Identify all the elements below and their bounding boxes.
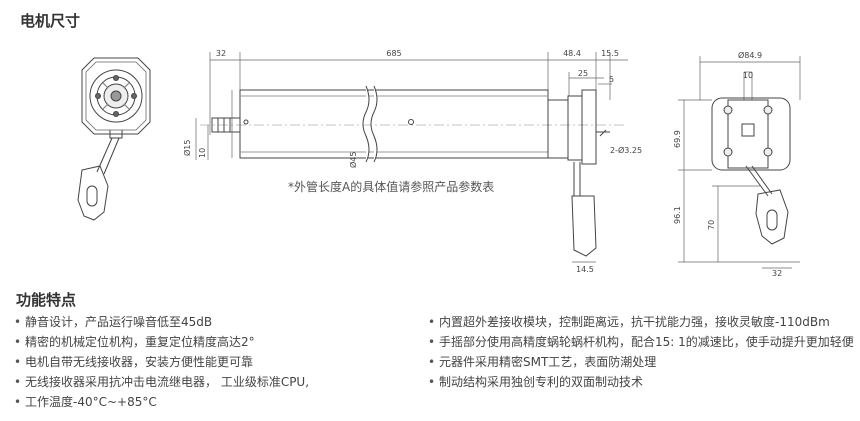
dim-holes: 2-Ø3.25 [610,145,642,155]
dim-69-9: 69.9 [673,130,682,148]
dim-48-4: 48.4 [563,49,581,58]
feature-item: 精密的机械定位机构，重复定位精度高达2° [14,332,414,352]
dim-96-1: 96.1 [673,206,682,224]
dim-32b: 32 [772,269,782,278]
dim-phi84-9: Ø84.9 [738,50,762,60]
feature-item: 手摇部分使用高精度蜗轮蜗杆机构，配合15: 1的减速比，使手动提升更加轻便 [428,332,858,352]
tube-length-note: *外管长度A的具体值请参照产品参数表 [288,180,495,194]
side-view-drawing [195,52,628,263]
feature-item: 静音设计，产品运行噪音低至45dB [14,312,414,332]
dim-32: 32 [216,49,226,58]
feature-item: 无线接收器采用抗冲击电流继电器， 工业级标准CPU, [14,372,414,392]
motor-dimension-drawing: 32 685 48.4 15.5 25 5 Ø15 10 Ø45 2-Ø3.25… [77,49,801,278]
dim-14-5: 14.5 [576,265,594,274]
end-view-drawing [77,57,151,221]
dim-685: 685 [386,49,401,58]
dim-phi15: Ø15 [182,140,192,156]
features-list-right: 内置超外差接收模块，控制距离远，抗干扰能力强，接收灵敏度-110dBm 手摇部分… [428,312,858,392]
feature-item: 电机自带无线接收器，安装方便性能更可靠 [14,352,414,372]
feature-item-continuation: 工作温度-40°C~+85°C [14,392,414,412]
dim-10: 10 [198,148,207,158]
feature-item: 制动结构采用独创专利的双面制动技术 [428,372,858,392]
dim-70: 70 [707,220,716,230]
features-section-title: 功能特点 [16,291,77,309]
feature-item: 内置超外差接收模块，控制距离远，抗干扰能力强，接收灵敏度-110dBm [428,312,858,332]
front-view-drawing [678,56,801,269]
dim-5: 5 [609,75,614,84]
dim-10b: 10 [743,71,753,80]
dimensions-section-title: 电机尺寸 [20,12,81,30]
dim-15-5: 15.5 [601,49,619,58]
dim-25: 25 [578,69,588,78]
feature-item: 元器件采用精密SMT工艺，表面防潮处理 [428,352,858,372]
features-list-left: 静音设计，产品运行噪音低至45dB 精密的机械定位机构，重复定位精度高达2° 电… [14,312,414,412]
dim-phi45: Ø45 [348,152,358,168]
